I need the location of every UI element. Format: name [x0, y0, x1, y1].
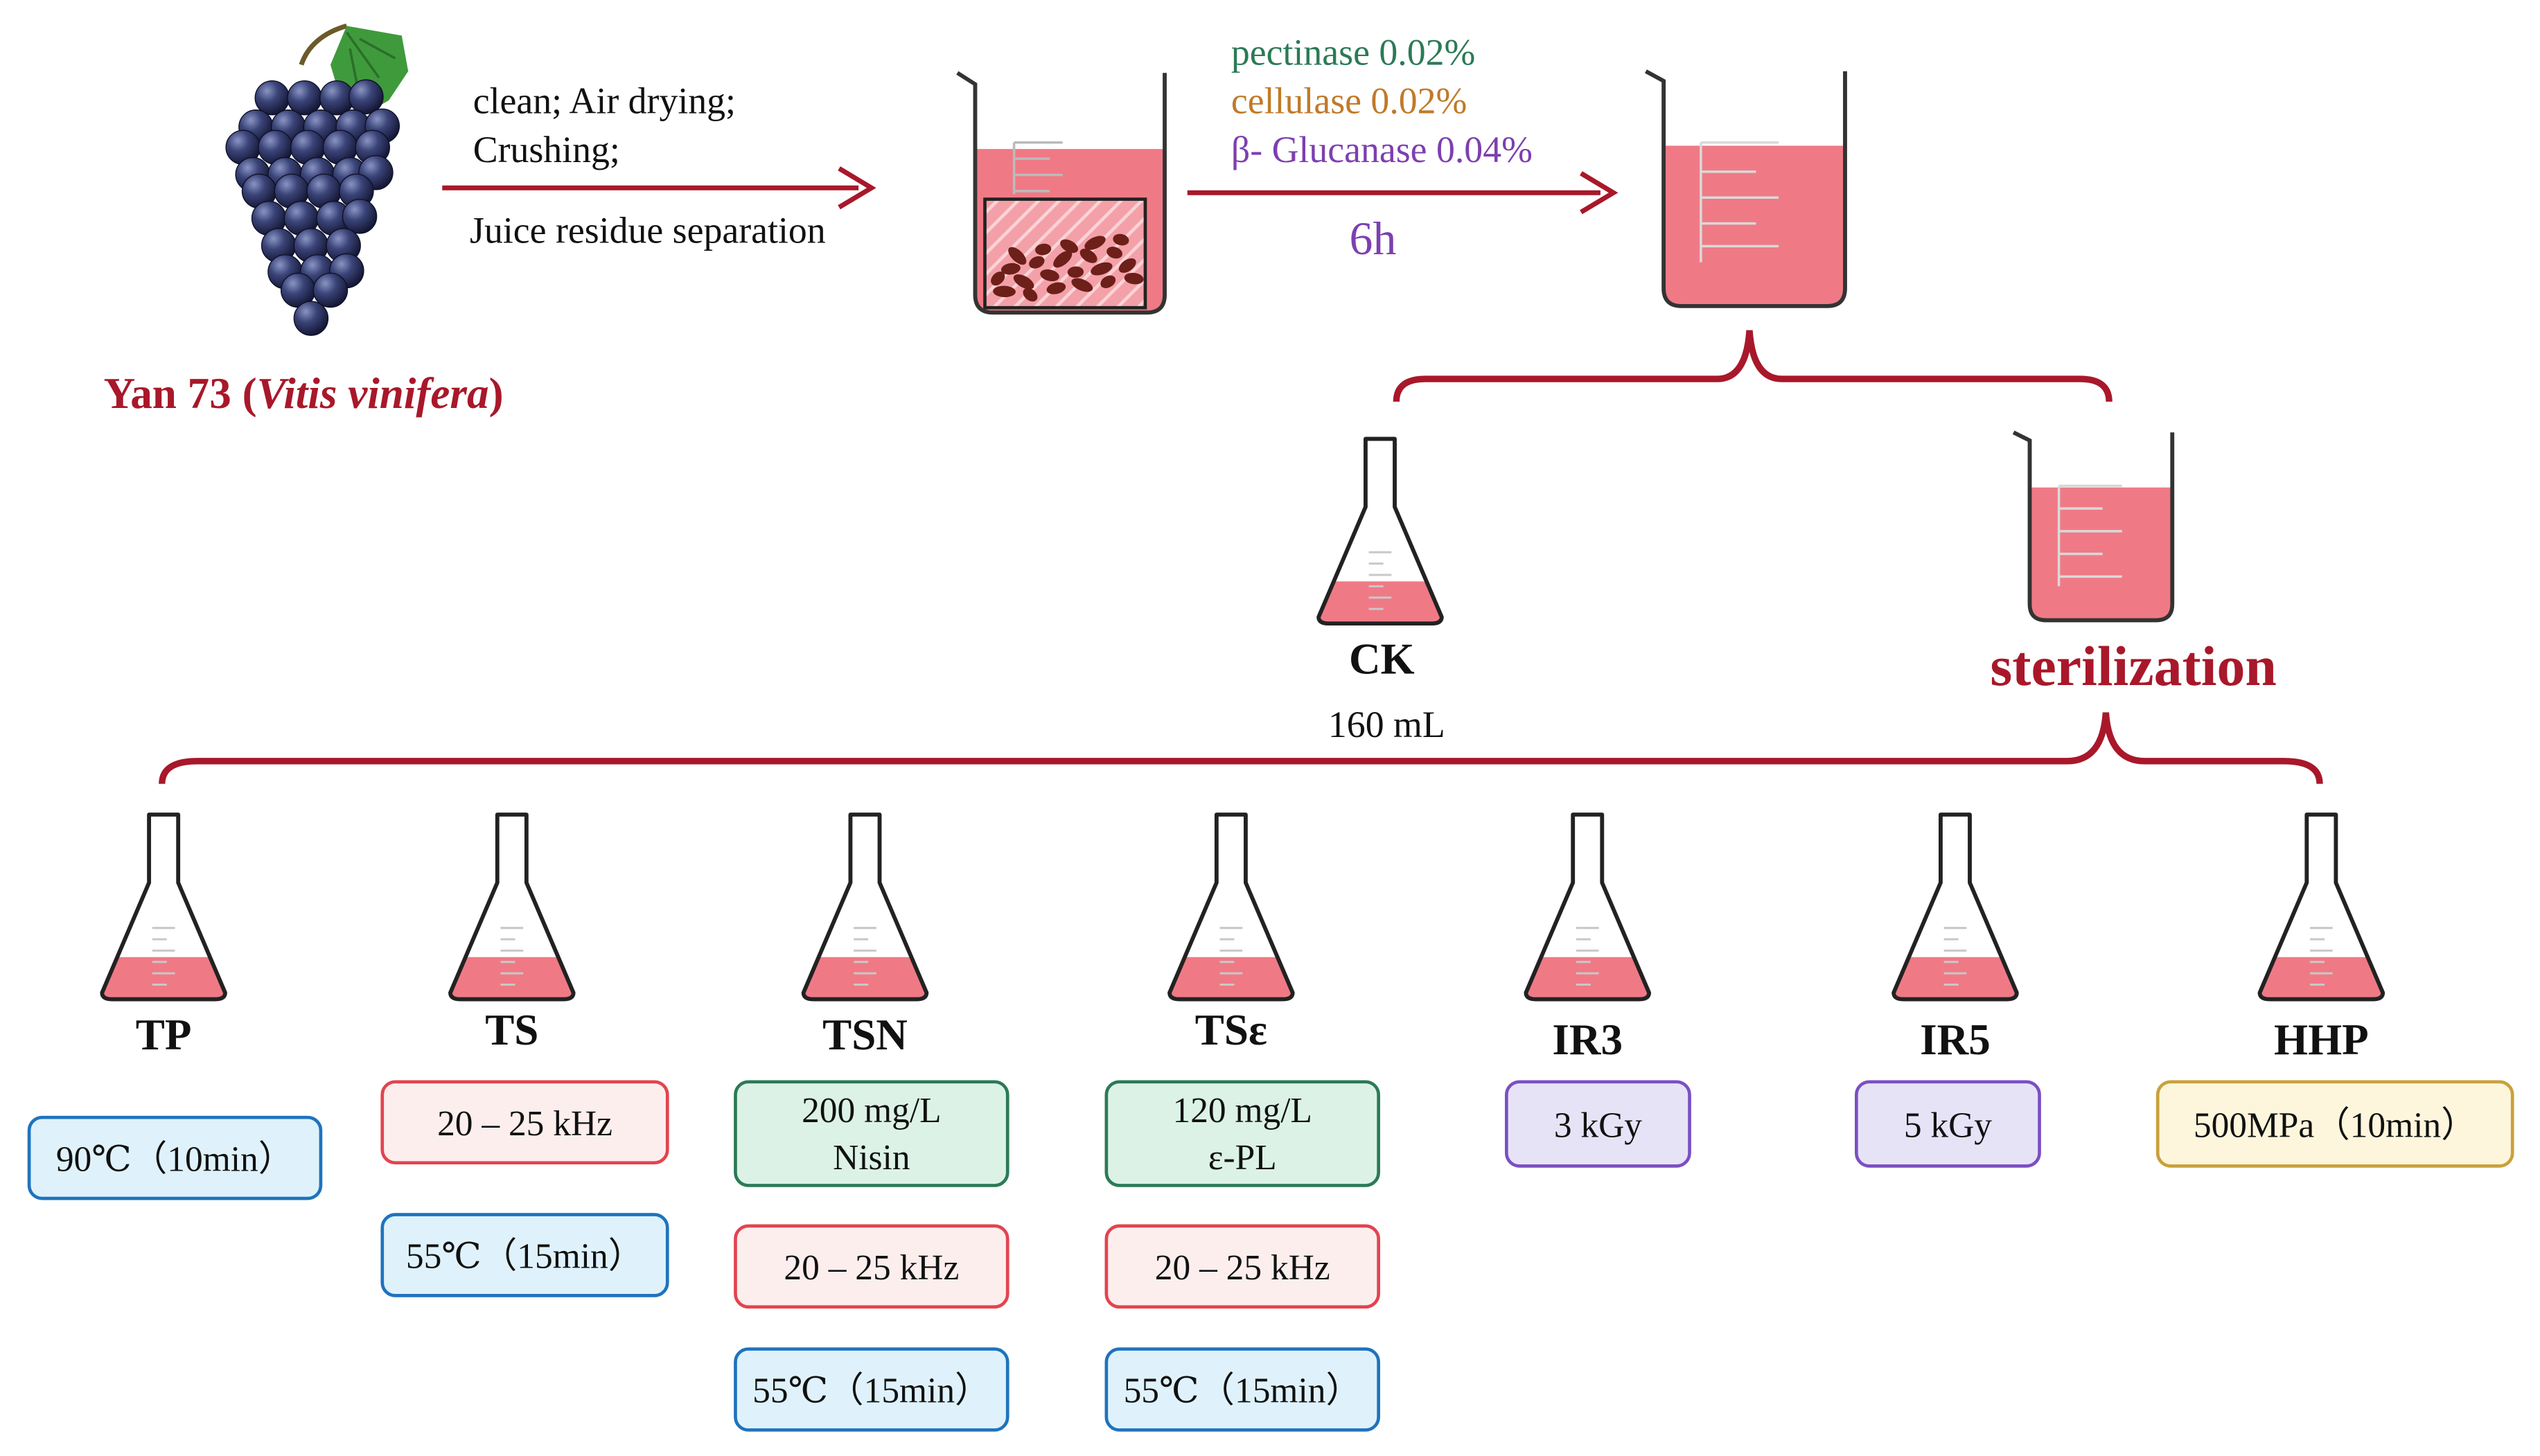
condition-box: 120 mg/L ε-PL: [1104, 1080, 1380, 1187]
condition-line: 20 – 25 kHz: [784, 1246, 960, 1287]
condition-box: 55℃（15min）: [1104, 1347, 1380, 1432]
flask-4-icon: [1167, 813, 1295, 1002]
condition-line: 55℃（15min）: [1123, 1369, 1361, 1410]
condition-line: 5 kGy: [1903, 1103, 1993, 1144]
enzyme-glucanase: β- Glucanase 0.04%: [1231, 130, 1533, 170]
brace-bottom: [159, 712, 2323, 784]
condition-line: 3 kGy: [1553, 1103, 1643, 1144]
step1-line1: clean; Air drying;: [473, 80, 737, 122]
condition-line: 500MPa（10min）: [2193, 1103, 2477, 1144]
enzyme-time: 6h: [1349, 213, 1397, 266]
treatment-label: IR5: [1920, 1015, 1991, 1065]
condition-box: 500MPa（10min）: [2155, 1080, 2514, 1168]
treatment-label: TP: [135, 1010, 192, 1060]
condition-line: 55℃（15min）: [405, 1234, 644, 1276]
beaker-mash-icon: [956, 71, 1167, 315]
step1-line2: Crushing;: [473, 130, 620, 170]
arrow-step1: [442, 166, 876, 210]
condition-box: 20 – 25 kHz: [734, 1224, 1009, 1309]
treatment-label: IR3: [1552, 1015, 1623, 1065]
enzyme-pectinase: pectinase 0.02%: [1231, 32, 1476, 73]
brace-top: [1393, 330, 2113, 402]
condition-line: 20 – 25 kHz: [437, 1102, 612, 1143]
condition-box: 55℃（15min）: [380, 1213, 669, 1297]
condition-box: 90℃（10min）: [27, 1115, 323, 1200]
treatment-label: TSN: [822, 1010, 908, 1060]
treatment-label: TS: [485, 1005, 539, 1055]
condition-line: 90℃（10min）: [55, 1137, 294, 1178]
arrow-step2: [1187, 171, 1619, 215]
condition-box: 5 kGy: [1855, 1080, 2041, 1168]
grape-cluster-icon: [225, 24, 409, 336]
flask-3-icon: [801, 813, 929, 1002]
flask-6-icon: [1891, 813, 2019, 1002]
flask-5-icon: [1524, 813, 1652, 1002]
step1-line3: Juice residue separation: [470, 210, 826, 251]
beaker-sterilization-icon: [2012, 430, 2175, 623]
sterilization-label: sterilization: [1990, 634, 2277, 698]
condition-box: 3 kGy: [1505, 1080, 1691, 1168]
condition-box: 20 – 25 kHz: [380, 1080, 669, 1165]
control-label: CK: [1348, 634, 1415, 684]
enzyme-cellulase: cellulase 0.02%: [1231, 80, 1467, 122]
condition-line: 120 mg/L: [1172, 1090, 1312, 1130]
condition-line: 200 mg/L: [802, 1090, 942, 1130]
condition-box: 200 mg/L Nisin: [734, 1080, 1009, 1187]
source-species: Vitis vinifera: [256, 369, 489, 418]
condition-box: 20 – 25 kHz: [1104, 1224, 1380, 1309]
flask-control-icon: [1316, 436, 1444, 626]
condition-line: 55℃（15min）: [752, 1369, 991, 1410]
condition-box: 55℃（15min）: [734, 1347, 1009, 1432]
control-volume: 160 mL: [1328, 704, 1445, 745]
treatment-label: TSε: [1194, 1005, 1267, 1055]
flask-7-icon: [2257, 813, 2385, 1002]
beaker-juice-icon: [1645, 69, 1847, 308]
flask-2-icon: [448, 813, 576, 1002]
source-name: Yan 73 (Vitis vinifera): [103, 369, 504, 418]
condition-line: ε-PL: [1208, 1137, 1277, 1178]
condition-line: Nisin: [833, 1137, 910, 1178]
treatment-label: HHP: [2273, 1015, 2369, 1065]
condition-line: 20 – 25 kHz: [1154, 1246, 1330, 1287]
flask-1-icon: [100, 813, 227, 1002]
